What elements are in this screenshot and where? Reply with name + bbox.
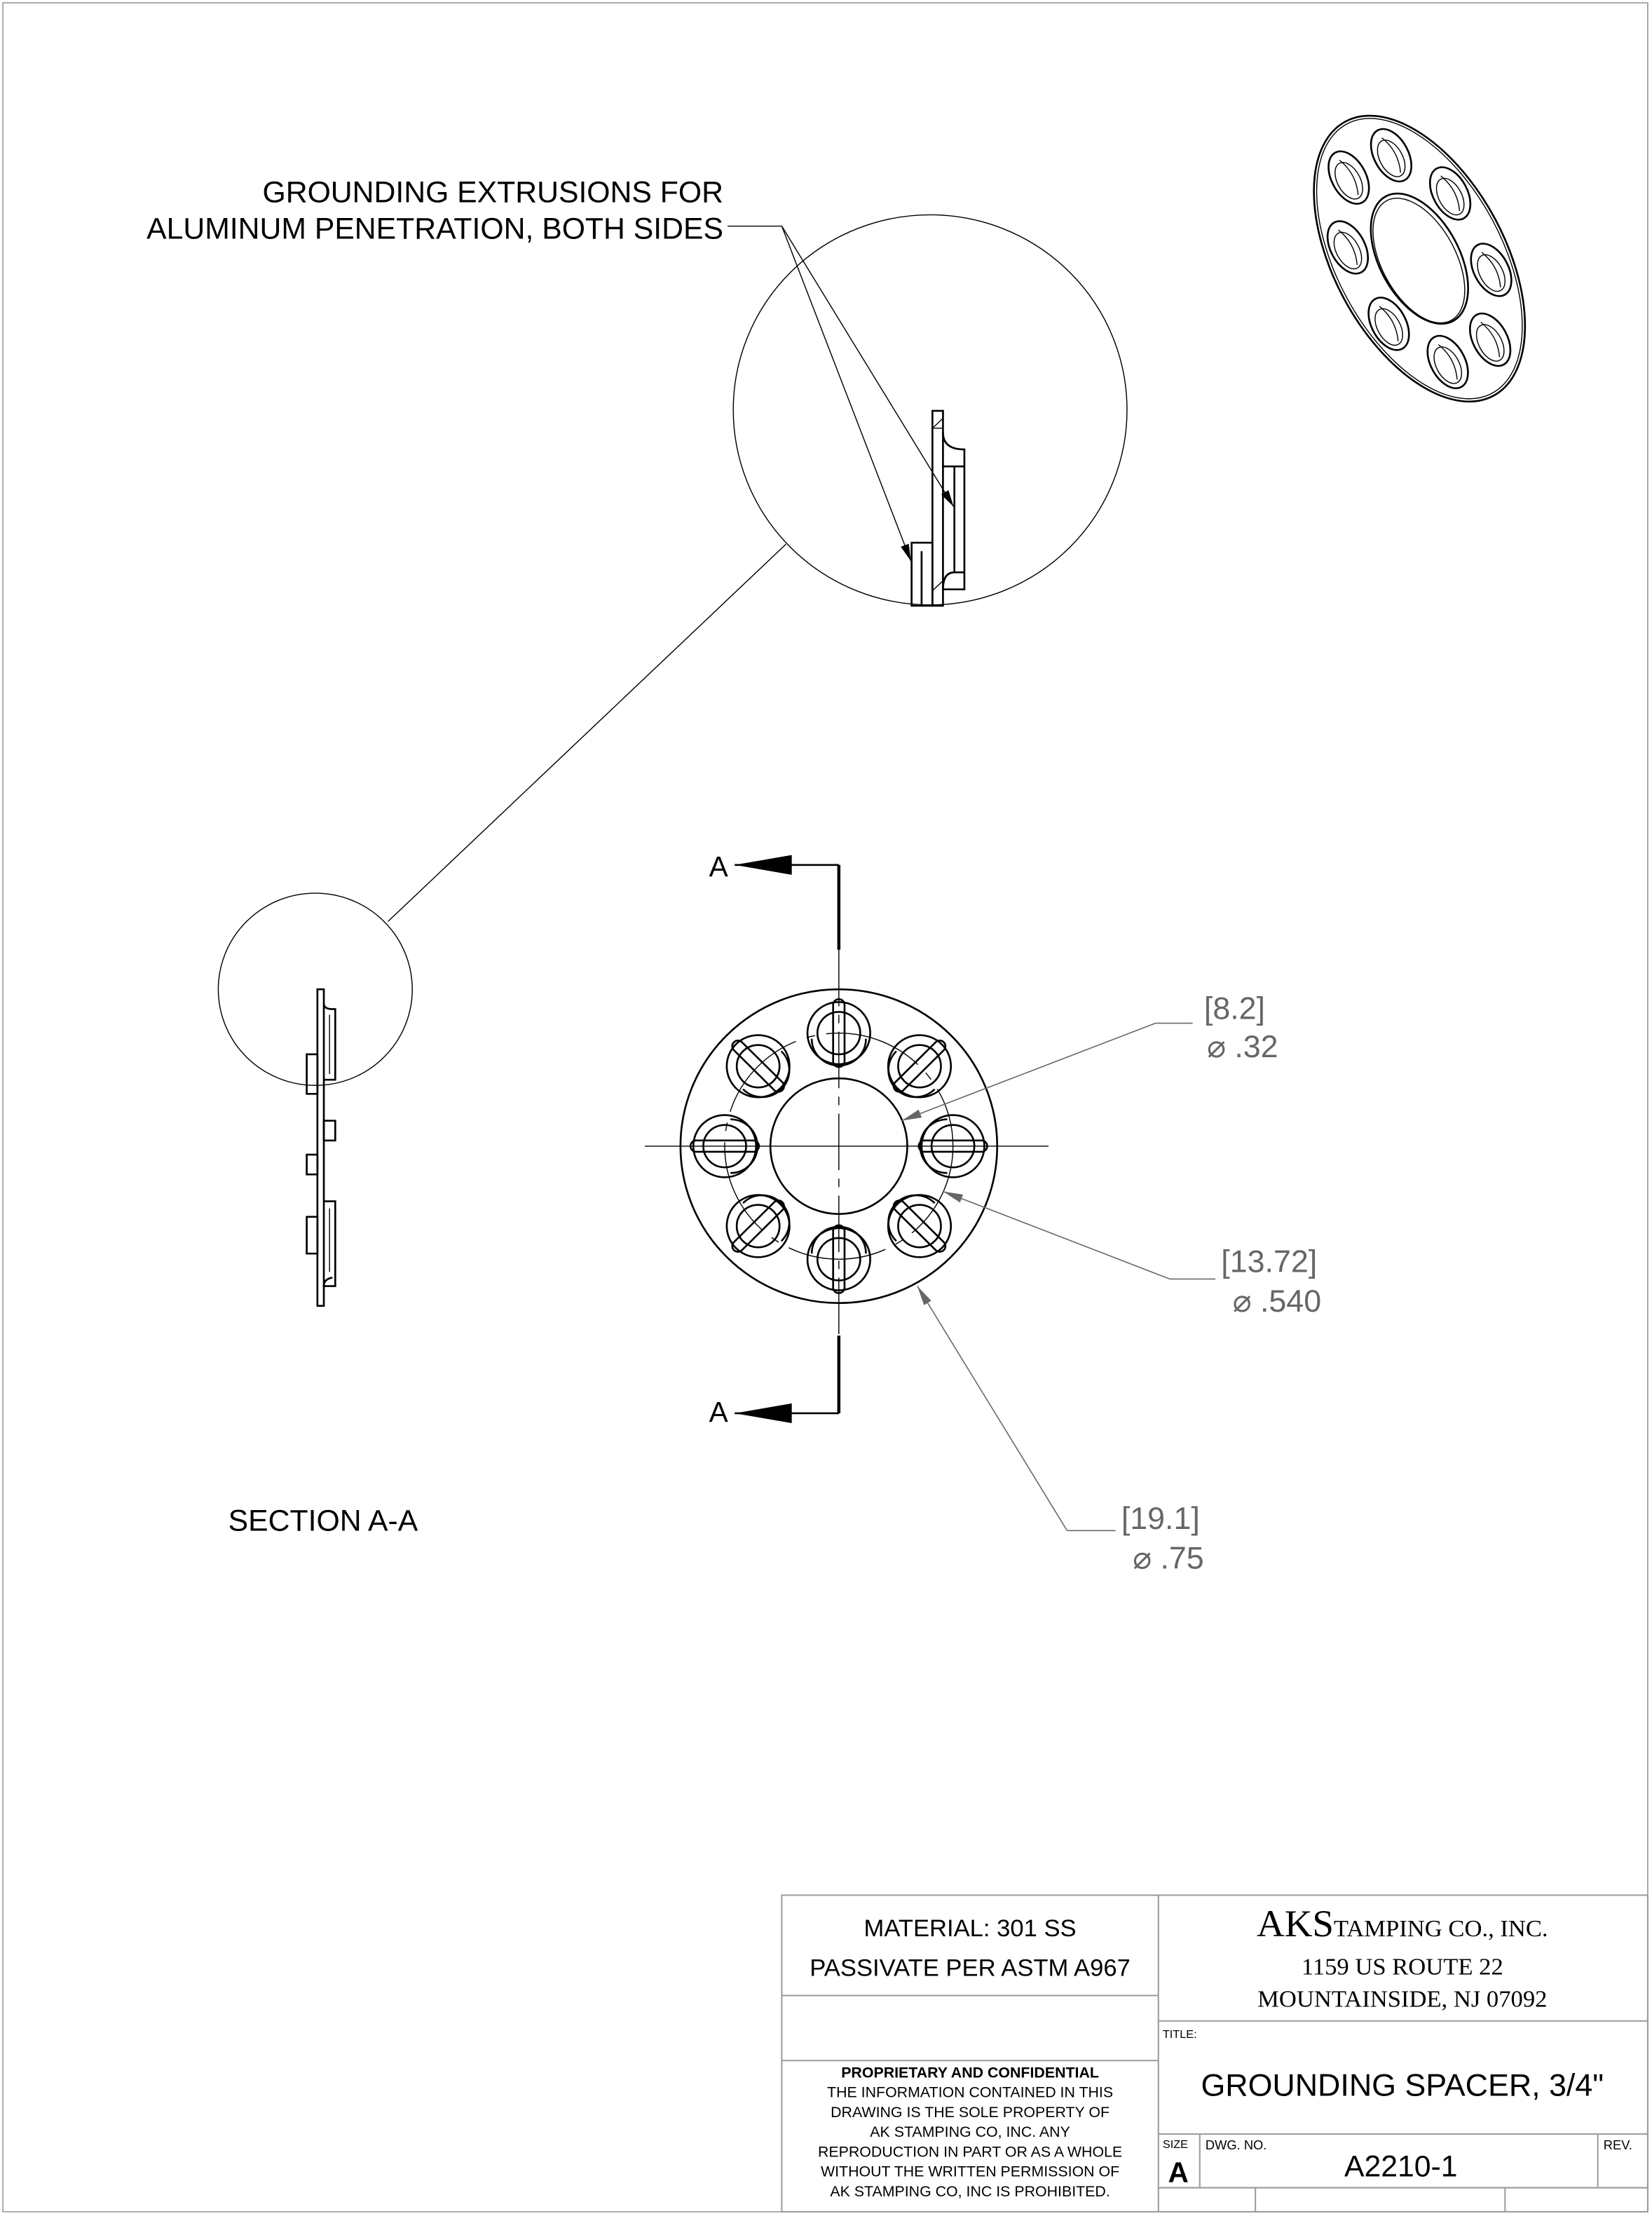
rev-label: REV. [1604, 2137, 1632, 2152]
finish-text: PASSIVATE PER ASTM A967 [810, 1955, 1131, 1981]
dimension-metric: [13.72] [1221, 1245, 1317, 1279]
dwg-no-value: A2210-1 [1344, 2150, 1458, 2184]
dimension-metric: [8.2] [1204, 992, 1265, 1026]
dimension-outer-diameter: [19.1] ⌀ .75 [917, 1286, 1204, 1576]
detail-connector-line [388, 543, 787, 922]
iso-hole [1370, 128, 1413, 183]
dimension-metric: [19.1] [1121, 1502, 1200, 1536]
iso-hole [1327, 150, 1370, 205]
proprietary-line: AK STAMPING CO, INC. ANY [870, 2123, 1070, 2140]
proprietary-notice: PROPRIETARY AND CONFIDENTIAL THE INFORMA… [818, 2065, 1122, 2200]
proprietary-line: DRAWING IS THE SOLE PROPERTY OF [831, 2104, 1110, 2121]
size-label: SIZE [1163, 2138, 1188, 2151]
iso-hole [1326, 220, 1370, 275]
section-label: SECTION A-A [228, 1504, 418, 1537]
company-address-2: MOUNTAINSIDE, NJ 07092 [1257, 1986, 1547, 2013]
callout-line-1: GROUNDING EXTRUSIONS FOR [263, 175, 723, 209]
proprietary-line: AK STAMPING CO, INC IS PROHIBITED. [830, 2183, 1110, 2200]
dimension-inner-diameter: [8.2] ⌀ .32 [901, 992, 1278, 1122]
title-block: MATERIAL: 301 SS PASSIVATE PER ASTM A967… [781, 1894, 1648, 2212]
drawing-title: GROUNDING SPACER, 3/4" [1201, 2069, 1604, 2103]
iso-hole [1470, 243, 1513, 297]
iso-hole [1428, 166, 1472, 221]
iso-hole [1367, 297, 1410, 351]
section-marker-bottom: A [709, 1396, 728, 1428]
extrusion-hole [887, 1194, 953, 1258]
cutting-plane-line [645, 855, 1049, 1424]
company-address-1: 1159 US ROUTE 22 [1302, 1953, 1503, 1980]
proprietary-line: REPRODUCTION IN PART OR AS A WHOLE [818, 2143, 1122, 2160]
dimension-inch: ⌀ .540 [1233, 1284, 1322, 1319]
proprietary-line: THE INFORMATION CONTAINED IN THIS [827, 2084, 1113, 2101]
extrusion-hole [887, 1034, 953, 1099]
detail-view [732, 214, 1128, 607]
isometric-view [1313, 114, 1527, 403]
callout-leader [728, 225, 955, 562]
section-view [217, 892, 413, 1307]
extrusion-hole [725, 1194, 791, 1258]
material-text: MATERIAL: 301 SS [864, 1915, 1077, 1942]
dimension-bolt-circle: [13.72] ⌀ .540 [943, 1190, 1322, 1319]
dwg-no-label: DWG. NO. [1206, 2137, 1267, 2152]
iso-hole [1426, 334, 1469, 390]
dimension-inch: ⌀ .32 [1207, 1030, 1278, 1064]
company-name: AKSTAMPING CO., INC. [1257, 1902, 1548, 1945]
section-marker-top: A [709, 850, 728, 883]
iso-hole [1468, 312, 1512, 367]
proprietary-line: WITHOUT THE WRITTEN PERMISSION OF [821, 2163, 1119, 2180]
dimension-inch: ⌀ .75 [1133, 1542, 1204, 1576]
proprietary-heading: PROPRIETARY AND CONFIDENTIAL [841, 2065, 1099, 2081]
extrusion-hole [725, 1034, 791, 1099]
size-value: A [1168, 2156, 1189, 2189]
callout-line-2: ALUMINUM PENETRATION, BOTH SIDES [146, 212, 723, 246]
title-label: TITLE: [1163, 2028, 1197, 2041]
